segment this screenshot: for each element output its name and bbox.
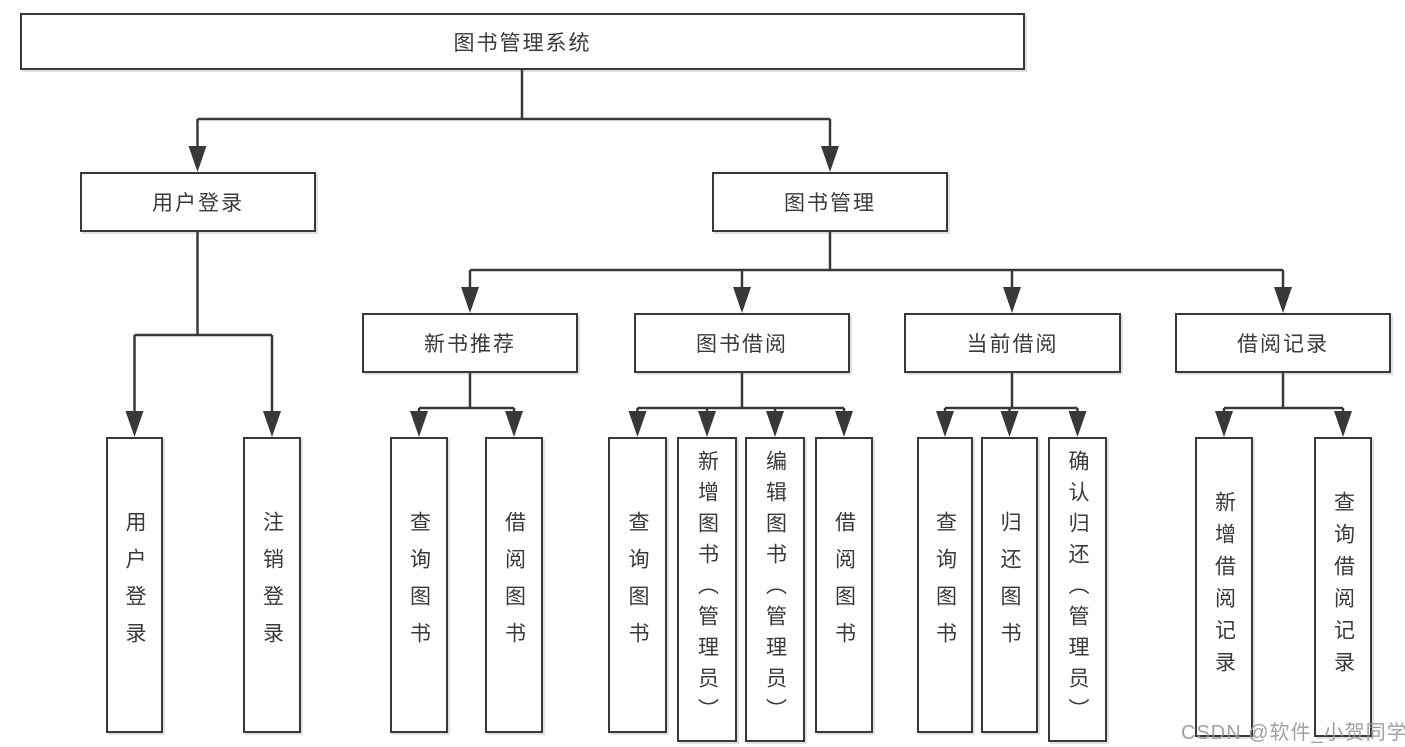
node-borrow-record: 借阅记录 [1175,313,1391,373]
leaf-borrow-borrow-books-label: 借阅图书 [832,511,856,659]
leaf-recommend-borrow-books: 借阅图书 [485,437,543,733]
csdn-watermark: CSDN @软件_小贺同学 [1181,722,1405,744]
leaf-current-query-books: 查询图书 [917,437,973,733]
leaf-user-login-label: 用户登录 [123,511,146,659]
node-root-system: 图书管理系统 [20,13,1025,70]
node-book-management-label: 图书管理 [784,192,876,215]
leaf-borrow-query-books: 查询图书 [608,437,667,733]
leaf-recommend-query-books: 查询图书 [390,437,448,733]
leaf-recommend-query-books-label: 查询图书 [407,511,431,659]
leaf-logout: 注销登录 [243,437,301,733]
node-current-borrow: 当前借阅 [904,313,1121,373]
node-book-management: 图书管理 [712,172,948,232]
node-user-login: 用户登录 [80,172,316,232]
node-new-book-recommend: 新书推荐 [362,313,578,373]
node-book-borrow-label: 图书借阅 [696,333,788,356]
leaf-borrow-borrow-books: 借阅图书 [815,437,873,733]
leaf-record-add-borrow-record: 新增借阅记录 [1195,437,1253,737]
node-current-borrow-label: 当前借阅 [966,333,1059,356]
leaf-borrow-add-books-admin: 新增图书（管理员） [677,437,737,742]
leaf-current-query-books-label: 查询图书 [933,511,957,659]
leaf-current-confirm-return-admin: 确认归还（管理员） [1048,437,1107,742]
leaf-record-query-borrow-record: 查询借阅记录 [1314,437,1372,737]
node-user-login-label: 用户登录 [152,192,244,215]
leaf-borrow-add-books-admin-label: 新增图书（管理员） [695,450,719,729]
node-root-label: 图书管理系统 [453,31,592,55]
leaf-borrow-edit-books-admin-label: 编辑图书（管理员） [763,450,787,729]
leaf-logout-label: 注销登录 [260,511,284,659]
node-borrow-record-label: 借阅记录 [1237,333,1329,356]
leaf-current-confirm-return-admin-label: 确认归还（管理员） [1066,450,1089,729]
leaf-current-return-books-label: 归还图书 [998,511,1021,659]
leaf-borrow-query-books-label: 查询图书 [626,511,649,659]
leaf-recommend-borrow-books-label: 借阅图书 [502,511,526,659]
node-book-borrow: 图书借阅 [634,313,850,373]
leaf-record-add-borrow-record-label: 新增借阅记录 [1212,491,1236,683]
node-new-book-recommend-label: 新书推荐 [424,333,516,356]
leaf-borrow-edit-books-admin: 编辑图书（管理员） [745,437,805,742]
leaf-record-query-borrow-record-label: 查询借阅记录 [1331,491,1355,683]
leaf-user-login: 用户登录 [106,437,163,733]
leaf-current-return-books: 归还图书 [981,437,1038,733]
